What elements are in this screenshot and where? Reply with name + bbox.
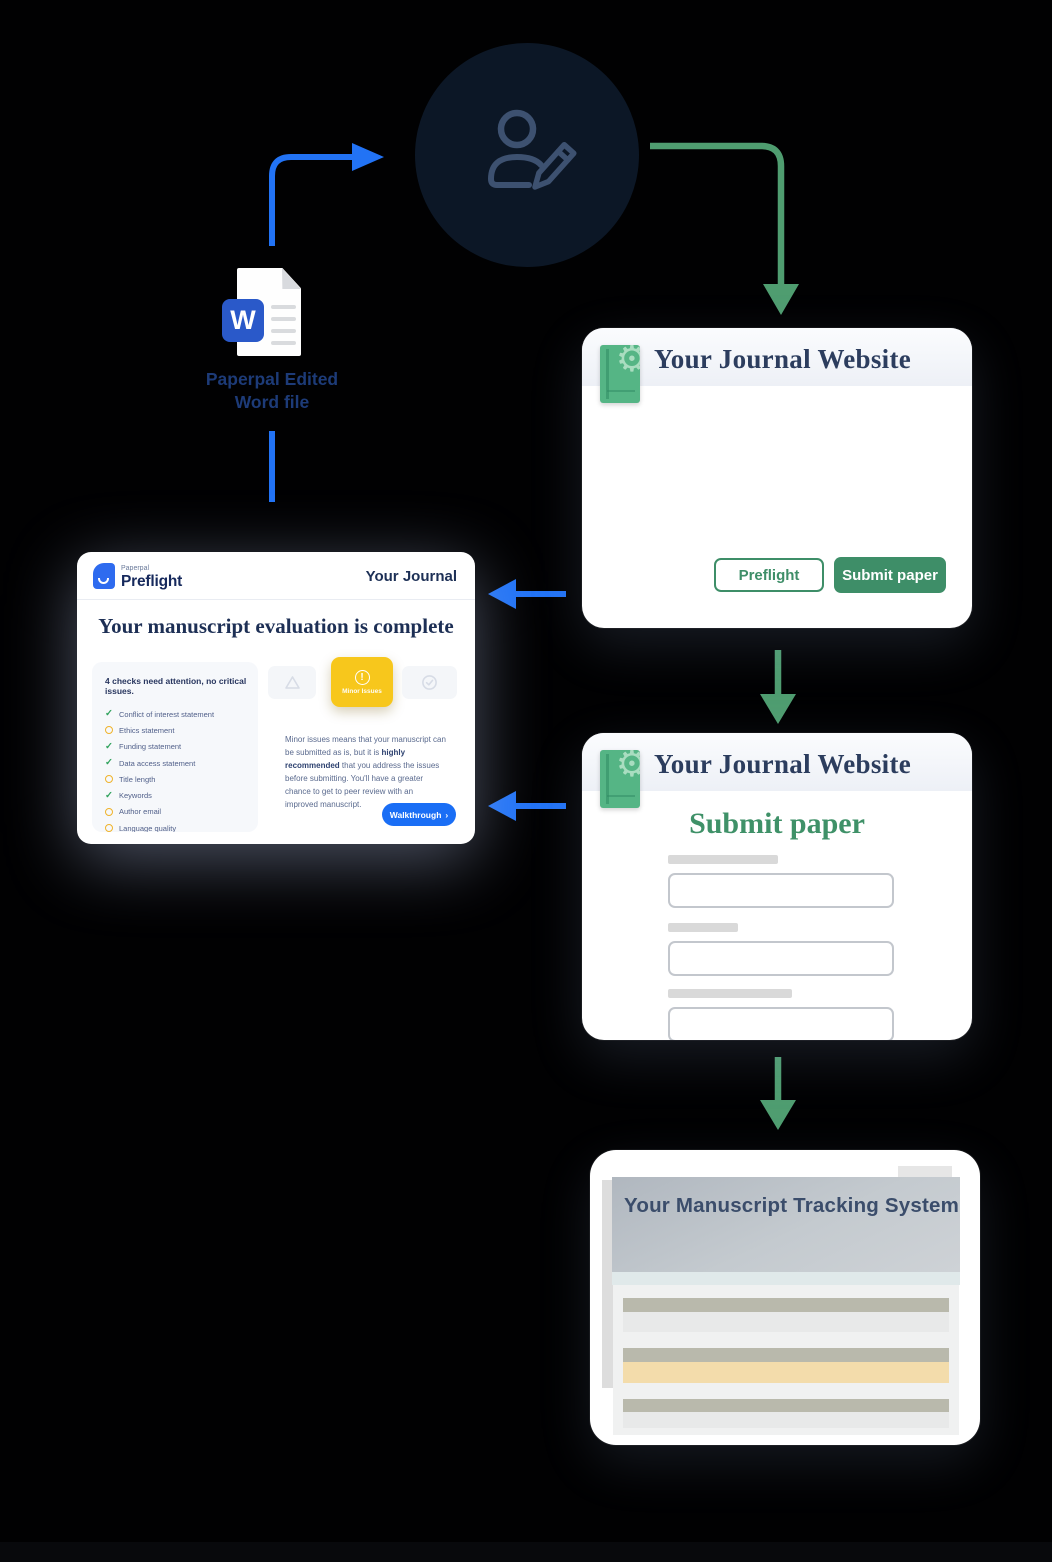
journal-card-header: [582, 328, 972, 386]
arrow-wordfile-to-author: [269, 143, 384, 246]
walkthrough-button[interactable]: Walkthrough ›: [382, 803, 456, 826]
gear-icon: ⚙: [615, 345, 640, 379]
person-with-pencil-icon: [488, 109, 577, 190]
submit-paper-button[interactable]: Submit paper: [834, 557, 946, 593]
no-issues-tile[interactable]: [402, 666, 457, 699]
journal-website-card-1: ⚙ Your Journal Website Preflight Submit …: [582, 328, 972, 628]
author-avatar-node: [415, 43, 639, 267]
journal-cover-thumbnail: ⚙: [600, 345, 640, 403]
form-label-placeholder: [668, 989, 792, 998]
arrow-journal1-to-preflight: [488, 579, 566, 609]
status-icon: [105, 741, 113, 752]
checklist-panel: 4 checks need attention, no critical iss…: [92, 662, 258, 832]
exclamation-circle-icon: !: [354, 669, 370, 685]
arrow-author-to-journal1: [650, 142, 799, 315]
checklist-item: Ethics statement: [105, 722, 250, 738]
word-file-textline: [271, 329, 296, 333]
logo-product-name: Paperpal: [121, 564, 150, 572]
form-input[interactable]: [668, 873, 894, 908]
table-row-highlighted: [623, 1362, 949, 1383]
checklist-item: Keywords: [105, 787, 250, 803]
status-icon: [105, 708, 113, 719]
arrow-journal2-to-tracking: [760, 1057, 796, 1130]
form-label-placeholder: [668, 855, 778, 864]
journal-website-title: Your Journal Website: [654, 344, 912, 374]
word-file-textline: [271, 341, 296, 345]
preflight-button[interactable]: Preflight: [714, 558, 824, 592]
checklist-item: Data access statement: [105, 755, 250, 771]
checklist-summary: 4 checks need attention, no critical iss…: [105, 676, 247, 696]
form-input[interactable]: [668, 941, 894, 976]
preflight-result-modal: Paperpal Preflight Your Journal Your man…: [77, 552, 475, 844]
table-row: [623, 1312, 949, 1332]
status-icon: [105, 807, 113, 816]
checklist-item: Conflict of interest statement: [105, 706, 250, 722]
journal-cover-thumbnail: ⚙: [600, 750, 640, 808]
table-header-row: [623, 1348, 949, 1362]
check-circle-icon: [422, 675, 437, 690]
table-header-row: [623, 1399, 949, 1412]
table-header-row: [623, 1298, 949, 1312]
form-label-placeholder: [668, 923, 738, 932]
arrow-journal1-to-journal2: [760, 650, 796, 724]
status-icon: [105, 824, 113, 832]
submit-paper-heading: Submit paper: [689, 807, 865, 840]
tracking-system-title: Your Manuscript Tracking System: [624, 1194, 960, 1217]
tracking-header-banner: Your Manuscript Tracking System: [612, 1177, 960, 1272]
minor-issues-label: Minor Issues: [342, 687, 382, 695]
word-logo-badge: W: [222, 299, 264, 342]
checklist-item: Author email: [105, 804, 250, 820]
journal-website-card-2: ⚙ Your Journal Website Submit paper: [582, 733, 972, 1040]
paperpal-preflight-logo: Paperpal Preflight: [93, 563, 182, 589]
toolbar-strip-placeholder: [612, 1272, 960, 1285]
status-icon: [105, 726, 113, 735]
status-icon: [105, 775, 113, 784]
journal-card-header: [582, 733, 972, 791]
chevron-right-icon: ›: [445, 809, 449, 820]
table-row: [623, 1412, 949, 1428]
journal-website-title: Your Journal Website: [654, 749, 912, 779]
warning-triangle-icon: [284, 676, 300, 689]
word-file-textline: [271, 305, 296, 309]
tracking-table-area: [613, 1285, 959, 1435]
tracking-system-card: Your Manuscript Tracking System: [590, 1150, 980, 1445]
word-logo-letter: W: [230, 305, 256, 335]
preflight-header: Paperpal Preflight Your Journal: [77, 552, 475, 600]
paperpal-logo-icon: [93, 563, 115, 589]
form-input[interactable]: [668, 1007, 894, 1040]
evaluation-complete-heading: Your manuscript evaluation is complete: [98, 614, 454, 638]
word-file-label: Paperpal Edited Word file: [205, 369, 339, 412]
background-floor-strip: [0, 1542, 1052, 1562]
arrow-journal2-to-preflight: [488, 791, 566, 821]
checklist-item: Title length: [105, 771, 250, 787]
your-journal-label: Your Journal: [365, 568, 457, 585]
browser-tab-placeholder: [898, 1166, 952, 1180]
minor-issues-tile[interactable]: ! Minor Issues: [331, 657, 393, 707]
critical-issues-tile[interactable]: [268, 666, 316, 699]
status-icon: [105, 757, 113, 768]
gear-icon: ⚙: [615, 750, 640, 784]
checklist-item: Funding statement: [105, 739, 250, 755]
status-icon: [105, 790, 113, 801]
status-description: Minor issues means that your manuscript …: [285, 735, 446, 809]
word-file-textline: [271, 317, 296, 321]
checklist-item: Language quality: [105, 820, 250, 832]
sidebar-strip-placeholder: [602, 1180, 615, 1388]
logo-app-name: Preflight: [121, 572, 183, 590]
